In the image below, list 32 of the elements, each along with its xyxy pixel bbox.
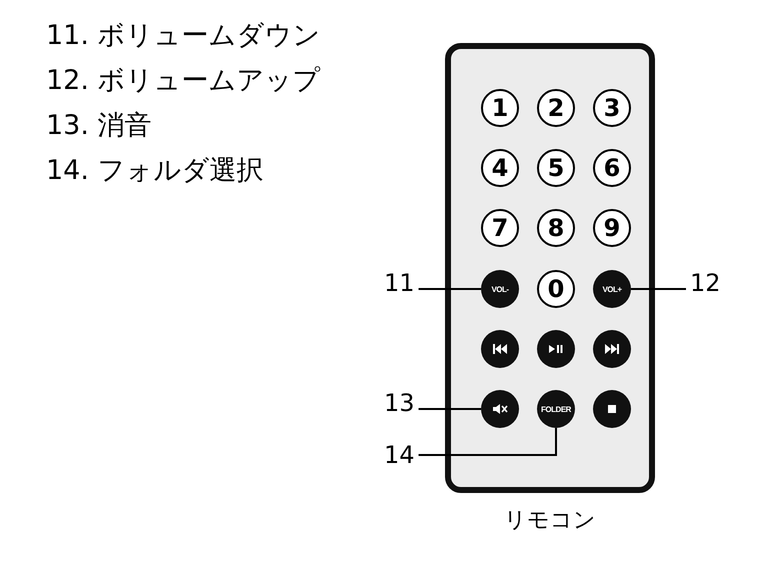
- round-button: 3: [593, 89, 631, 127]
- remote-control-body: [445, 43, 655, 493]
- round-button: [593, 330, 631, 368]
- leader-line: [418, 288, 481, 290]
- round-button: 6: [593, 149, 631, 187]
- callout-number: 13: [384, 389, 415, 417]
- callout-number: 11: [384, 269, 415, 297]
- round-button: [481, 330, 519, 368]
- leader-line: [631, 288, 686, 290]
- round-button: 5: [537, 149, 575, 187]
- callout-number: 14: [384, 441, 415, 469]
- round-button: 0: [537, 270, 575, 308]
- leader-line: [418, 408, 481, 410]
- list-item: 14. フォルダ選択: [46, 155, 264, 187]
- round-button: [593, 390, 631, 428]
- round-button: 8: [537, 209, 575, 247]
- round-button: 1: [481, 89, 519, 127]
- round-button: 9: [593, 209, 631, 247]
- round-button: 2: [537, 89, 575, 127]
- round-button: VOL-: [481, 270, 519, 308]
- round-button: FOLDER: [537, 390, 575, 428]
- list-item: 13. 消音: [46, 110, 152, 142]
- round-button: 4: [481, 149, 519, 187]
- round-button: 7: [481, 209, 519, 247]
- round-button: VOL+: [593, 270, 631, 308]
- list-item: 11. ボリュームダウン: [46, 20, 321, 52]
- list-item: 12. ボリュームアップ: [46, 65, 321, 97]
- callout-number: 12: [690, 269, 721, 297]
- node-label: リモコン: [503, 507, 597, 535]
- leader-line: [418, 428, 557, 456]
- round-button: [537, 330, 575, 368]
- round-button: [481, 390, 519, 428]
